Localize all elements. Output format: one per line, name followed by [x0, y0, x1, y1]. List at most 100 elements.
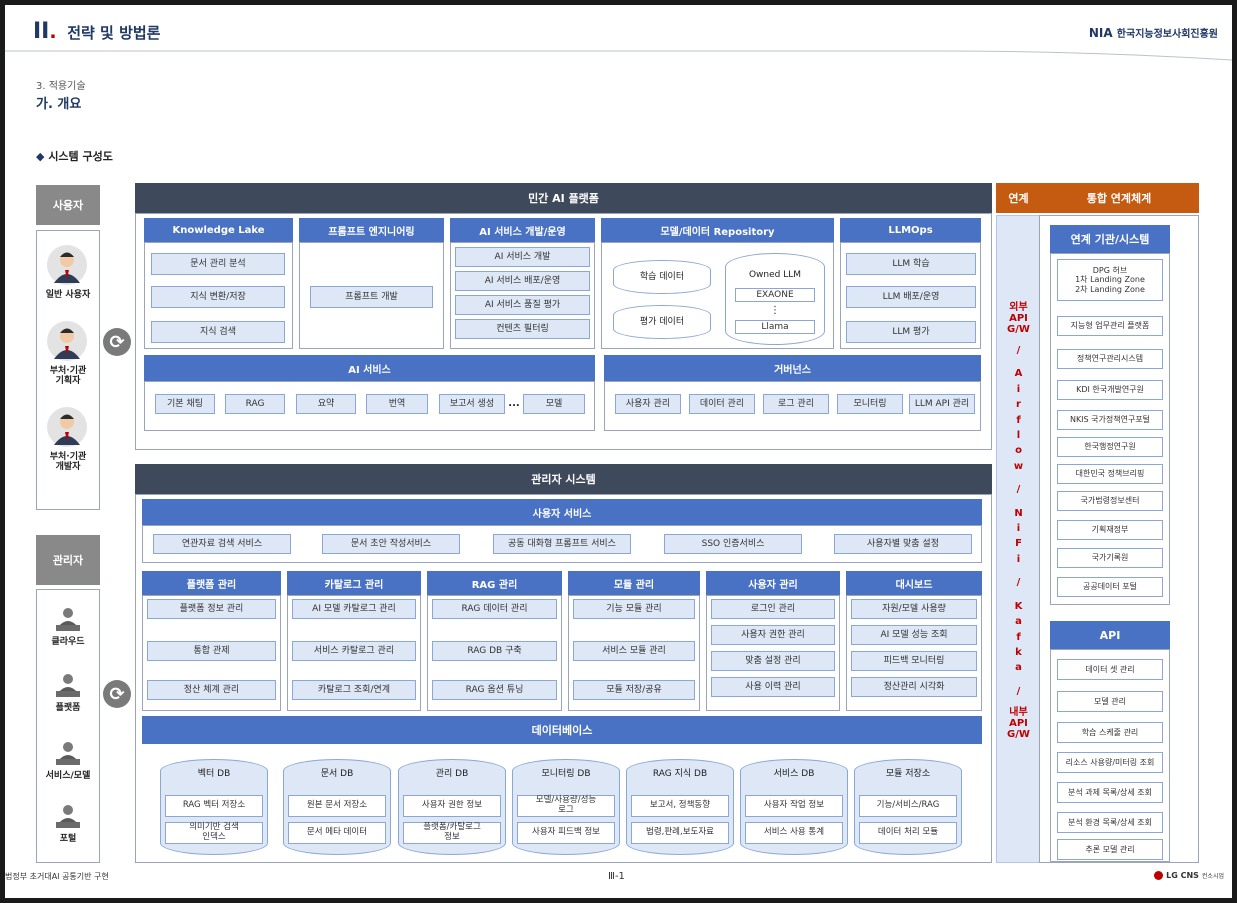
db-item: 원본 문서 저장소	[288, 795, 386, 817]
link-text-line: /	[1016, 577, 1021, 589]
ai-dev-header: AI 서비스 개발/운영	[450, 218, 595, 242]
ai-service-item: 기본 채팅	[155, 394, 215, 414]
admin-col-item: 서비스 모듈 관리	[573, 641, 695, 661]
user-service-item: 문서 초안 작성서비스	[322, 534, 460, 554]
repo-header: 모델/데이터 Repository	[601, 218, 834, 242]
user-service-item: 사용자별 맞춤 설정	[834, 534, 972, 554]
link-text-line: N	[1014, 507, 1023, 519]
org-item: 기획재정부	[1057, 520, 1163, 540]
page-number: Ⅲ-1	[608, 871, 625, 882]
org-name: 한국지능정보사회진흥원	[1116, 29, 1218, 40]
ai-service-more: ...	[508, 398, 520, 410]
admin-col-item: 기능 모듈 관리	[573, 599, 695, 619]
link-text-line: F	[1015, 538, 1022, 550]
footer-left: 법정부 초거대AI 공통기반 구현	[5, 872, 109, 881]
admin-col-item: 로그인 관리	[711, 599, 835, 619]
db-item: 모델/사용량/성능 로그	[517, 795, 615, 817]
governance-item: 로그 관리	[763, 394, 829, 414]
admin-service-icon	[56, 742, 80, 765]
user-service-item: 연관자료 검색 서비스	[153, 534, 291, 554]
admin-col-item: 정산 체계 관리	[147, 680, 276, 700]
llmops-item: LLM 학습	[846, 253, 976, 275]
ai-service-header: AI 서비스	[144, 355, 595, 381]
admin-service-label: 서비스/모델	[45, 770, 91, 781]
admin-col-item: 자원/모델 사용량	[851, 599, 977, 619]
admin-col-item: RAG 옵션 튜닝	[432, 680, 557, 700]
chapter-roman: II	[33, 19, 50, 44]
governance-item: 사용자 관리	[615, 394, 681, 414]
llmops-item: LLM 배포/운영	[846, 286, 976, 308]
db-item: 법령,판례,보도자료	[631, 822, 729, 844]
admin-col-item: 카탈로그 조회/연계	[292, 680, 416, 700]
ai-service-item: 요약	[296, 394, 356, 414]
heading-bullet: ◆	[36, 150, 45, 163]
lg-logo-icon	[1154, 871, 1164, 880]
admin-platform-label: 플랫폼	[55, 702, 81, 713]
platform-title: 민간 AI 플랫폼	[135, 183, 992, 213]
admin-col-item: 맞춤 설정 관리	[711, 651, 835, 671]
admin-cloud-icon	[56, 608, 80, 631]
db-name: 모니터링 DB	[541, 768, 591, 779]
org-item: 한국행정연구원	[1057, 437, 1163, 457]
knowledge-item: 지식 변환/저장	[151, 286, 285, 308]
user-dev-label: 부처·기관 개발자	[49, 451, 87, 472]
admin-col-header: 모듈 관리	[568, 571, 700, 595]
link-text-line: k	[1015, 646, 1022, 658]
more-models-dots: ⋮	[770, 305, 780, 317]
org-item: 지능형 업무관리 플랫폼	[1057, 316, 1163, 336]
link-text-line: l	[1016, 430, 1021, 442]
org-nia: NIA	[1088, 26, 1113, 40]
org-item: 정책연구관리시스템	[1057, 349, 1163, 369]
ai-dev-item: AI 서비스 개발	[455, 247, 590, 267]
org-item: KDI 한국개발연구원	[1057, 380, 1163, 400]
db-name: 모듈 저장소	[885, 768, 931, 779]
ai-service-item: 번역	[366, 394, 428, 414]
ai-dev-item: AI 서비스 품질 평가	[455, 295, 590, 315]
llama-label: Llama	[735, 320, 815, 334]
api-item: 분석 과제 목록/상세 조회	[1057, 782, 1163, 803]
db-name: 서비스 DB	[773, 768, 815, 779]
governance-item: LLM API 관리	[909, 394, 975, 414]
db-item: 서비스 사용 통계	[745, 822, 843, 844]
link-text-line: API	[1009, 718, 1028, 730]
owned-llm-label: Owned LLM	[748, 269, 802, 280]
admin-col-item: 피드백 모니터링	[851, 651, 977, 671]
governance-item: 모니터링	[837, 394, 903, 414]
db-item: 보고서, 정책동향	[631, 795, 729, 817]
api-item: 모델 관리	[1057, 691, 1163, 712]
header-rule	[5, 50, 1232, 61]
chapter-text: 전략 및 방법론	[67, 24, 161, 42]
prompt-header: 프롬프트 엔지니어링	[299, 218, 444, 242]
ai-service-box	[144, 381, 595, 431]
governance-item: 데이터 관리	[689, 394, 755, 414]
admin-col-item: 정산관리 시각화	[851, 677, 977, 697]
link-text-line: a	[1015, 616, 1022, 628]
diagram-heading: ◆ 시스템 구성도	[36, 148, 113, 164]
knowledge-item: 문서 관리 분석	[151, 253, 285, 275]
link-text-line: a	[1015, 662, 1022, 674]
train-data-cylinder: 학습 데이터	[613, 260, 711, 294]
link-text-line: K	[1014, 600, 1023, 612]
admin-col-item: 사용 이력 관리	[711, 677, 835, 697]
link-text-line: i	[1016, 383, 1021, 395]
org-item: NKIS 국가정책연구포털	[1057, 410, 1163, 430]
section-subtitle: 가. 개요	[36, 97, 82, 112]
link-text-line: f	[1016, 631, 1021, 643]
database-header: 데이터베이스	[142, 716, 982, 744]
admin-col-item: 서비스 카탈로그 관리	[292, 641, 416, 661]
db-item: RAG 벡터 저장소	[165, 795, 263, 817]
user-service-item: 공동 대화형 프롬프트 서비스	[493, 534, 631, 554]
ai-service-item: 모델	[523, 394, 585, 414]
heading-text: 시스템 구성도	[48, 150, 113, 163]
api-item: 추론 모델 관리	[1057, 839, 1163, 860]
user-general-icon	[47, 245, 87, 285]
sync-icon: ⟳	[103, 328, 131, 356]
db-item: 의미기반 검색 인덱스	[165, 822, 263, 844]
governance-header: 거버넌스	[604, 355, 981, 381]
db-name: 문서 DB	[320, 768, 354, 779]
org-item: 국가기록원	[1057, 548, 1163, 568]
knowledge-lake-header: Knowledge Lake	[144, 218, 293, 242]
link-text-line: G/W	[1007, 324, 1030, 335]
admin-col-header: 사용자 관리	[706, 571, 840, 595]
